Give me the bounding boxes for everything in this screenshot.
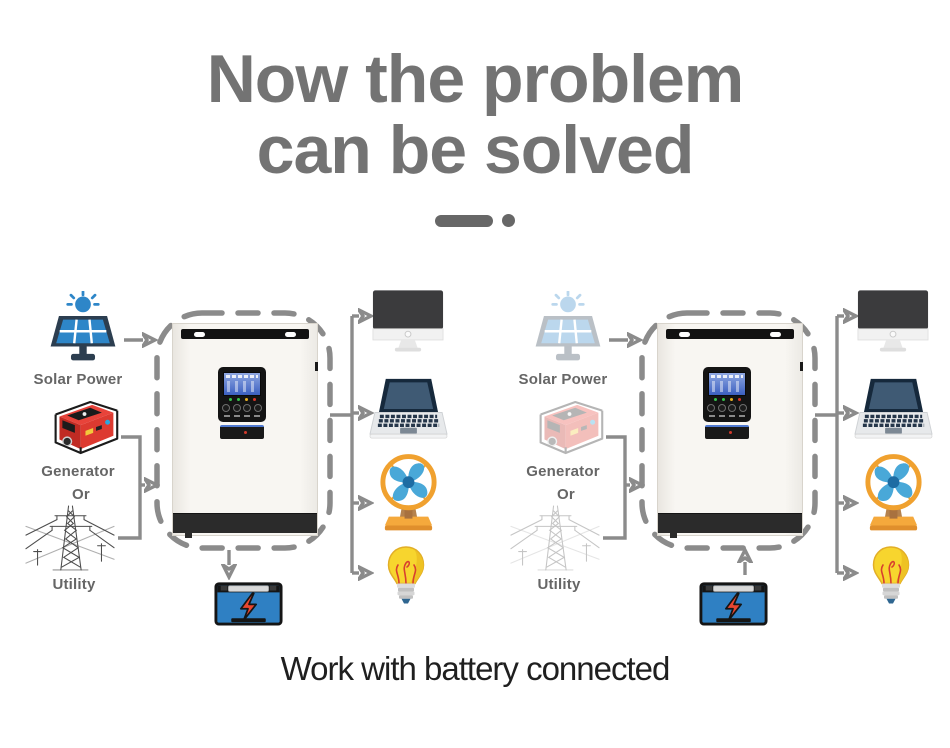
inverter-unit bbox=[172, 323, 318, 538]
inverter-terminal bbox=[670, 532, 677, 538]
inverter-buttons bbox=[220, 404, 264, 412]
generator-icon-faded bbox=[539, 400, 604, 455]
bracket-screw-hole bbox=[770, 331, 781, 337]
solar-panel-icon-faded bbox=[534, 291, 602, 362]
solar-panel-icon bbox=[49, 291, 117, 362]
solar-power-label: Solar Power bbox=[33, 371, 123, 388]
inverter-side-port bbox=[315, 362, 318, 371]
inverter-terminal bbox=[185, 532, 192, 538]
inverter-dashed-outline bbox=[154, 310, 333, 551]
inverter-control-panel bbox=[218, 367, 266, 422]
bracket-screw-hole bbox=[679, 331, 690, 337]
inverter-bottom-section bbox=[658, 513, 802, 533]
utility-label: Utility bbox=[52, 576, 96, 593]
battery-icon bbox=[699, 582, 768, 626]
desktop-monitor-icon bbox=[372, 289, 444, 352]
inverter-sub-panel bbox=[220, 425, 264, 439]
solar-power-label: Solar Power bbox=[518, 371, 608, 388]
laptop-icon bbox=[369, 377, 448, 440]
diagram-battery-charging: Solar Power Generator Or Utility bbox=[17, 283, 462, 643]
inverter-lcd-display bbox=[223, 372, 261, 396]
caption-text: Work with battery connected bbox=[280, 650, 671, 687]
inverter-control-panel bbox=[703, 367, 751, 422]
inverter-led-indicators bbox=[703, 398, 751, 401]
inverter-mounting-bracket bbox=[181, 329, 309, 339]
dash-dot-divider bbox=[0, 214, 950, 227]
utility-tower-icon-faded bbox=[510, 505, 600, 571]
or-label: Or bbox=[557, 486, 575, 503]
inverter-button-labels bbox=[220, 415, 264, 417]
header: Now the problem can be solved bbox=[0, 44, 950, 227]
bracket-generator-utility bbox=[118, 435, 142, 540]
bracket-screw-hole bbox=[194, 331, 205, 337]
battery-icon bbox=[214, 582, 283, 626]
connector-lines bbox=[603, 283, 947, 643]
inverter-buttons bbox=[705, 404, 749, 412]
inverter-button-labels bbox=[705, 415, 749, 417]
light-bulb-icon bbox=[387, 546, 425, 605]
page-title-line-1: Now the problem bbox=[206, 41, 745, 117]
inverter-unit bbox=[657, 323, 803, 538]
or-label: Or bbox=[72, 486, 90, 503]
light-bulb-icon bbox=[872, 546, 910, 605]
divider-dot bbox=[502, 214, 515, 227]
bracket-generator-utility bbox=[603, 435, 627, 540]
bracket-screw-hole bbox=[285, 331, 296, 337]
utility-label: Utility bbox=[537, 576, 581, 593]
divider-dash bbox=[435, 214, 493, 227]
desk-fan-icon bbox=[376, 452, 441, 533]
generator-label: Generator bbox=[526, 463, 600, 480]
inverter-bottom-section bbox=[173, 513, 317, 533]
generator-icon bbox=[54, 400, 119, 455]
inverter-led-indicators bbox=[218, 398, 266, 401]
laptop-icon bbox=[854, 377, 933, 440]
utility-tower-icon bbox=[25, 505, 115, 571]
inverter-mounting-bracket bbox=[666, 329, 794, 339]
inverter-side-port bbox=[800, 362, 803, 371]
generator-label: Generator bbox=[41, 463, 115, 480]
desk-fan-icon bbox=[861, 452, 926, 533]
desktop-monitor-icon bbox=[857, 289, 929, 352]
page-title-line-2: can be solved bbox=[256, 112, 695, 188]
connector-lines bbox=[118, 283, 462, 643]
inverter-lcd-display bbox=[708, 372, 746, 396]
inverter-sub-panel bbox=[705, 425, 749, 439]
inverter-dashed-outline bbox=[639, 310, 818, 551]
diagram-battery-powering: Solar Power Generator Or Utility bbox=[502, 283, 947, 643]
